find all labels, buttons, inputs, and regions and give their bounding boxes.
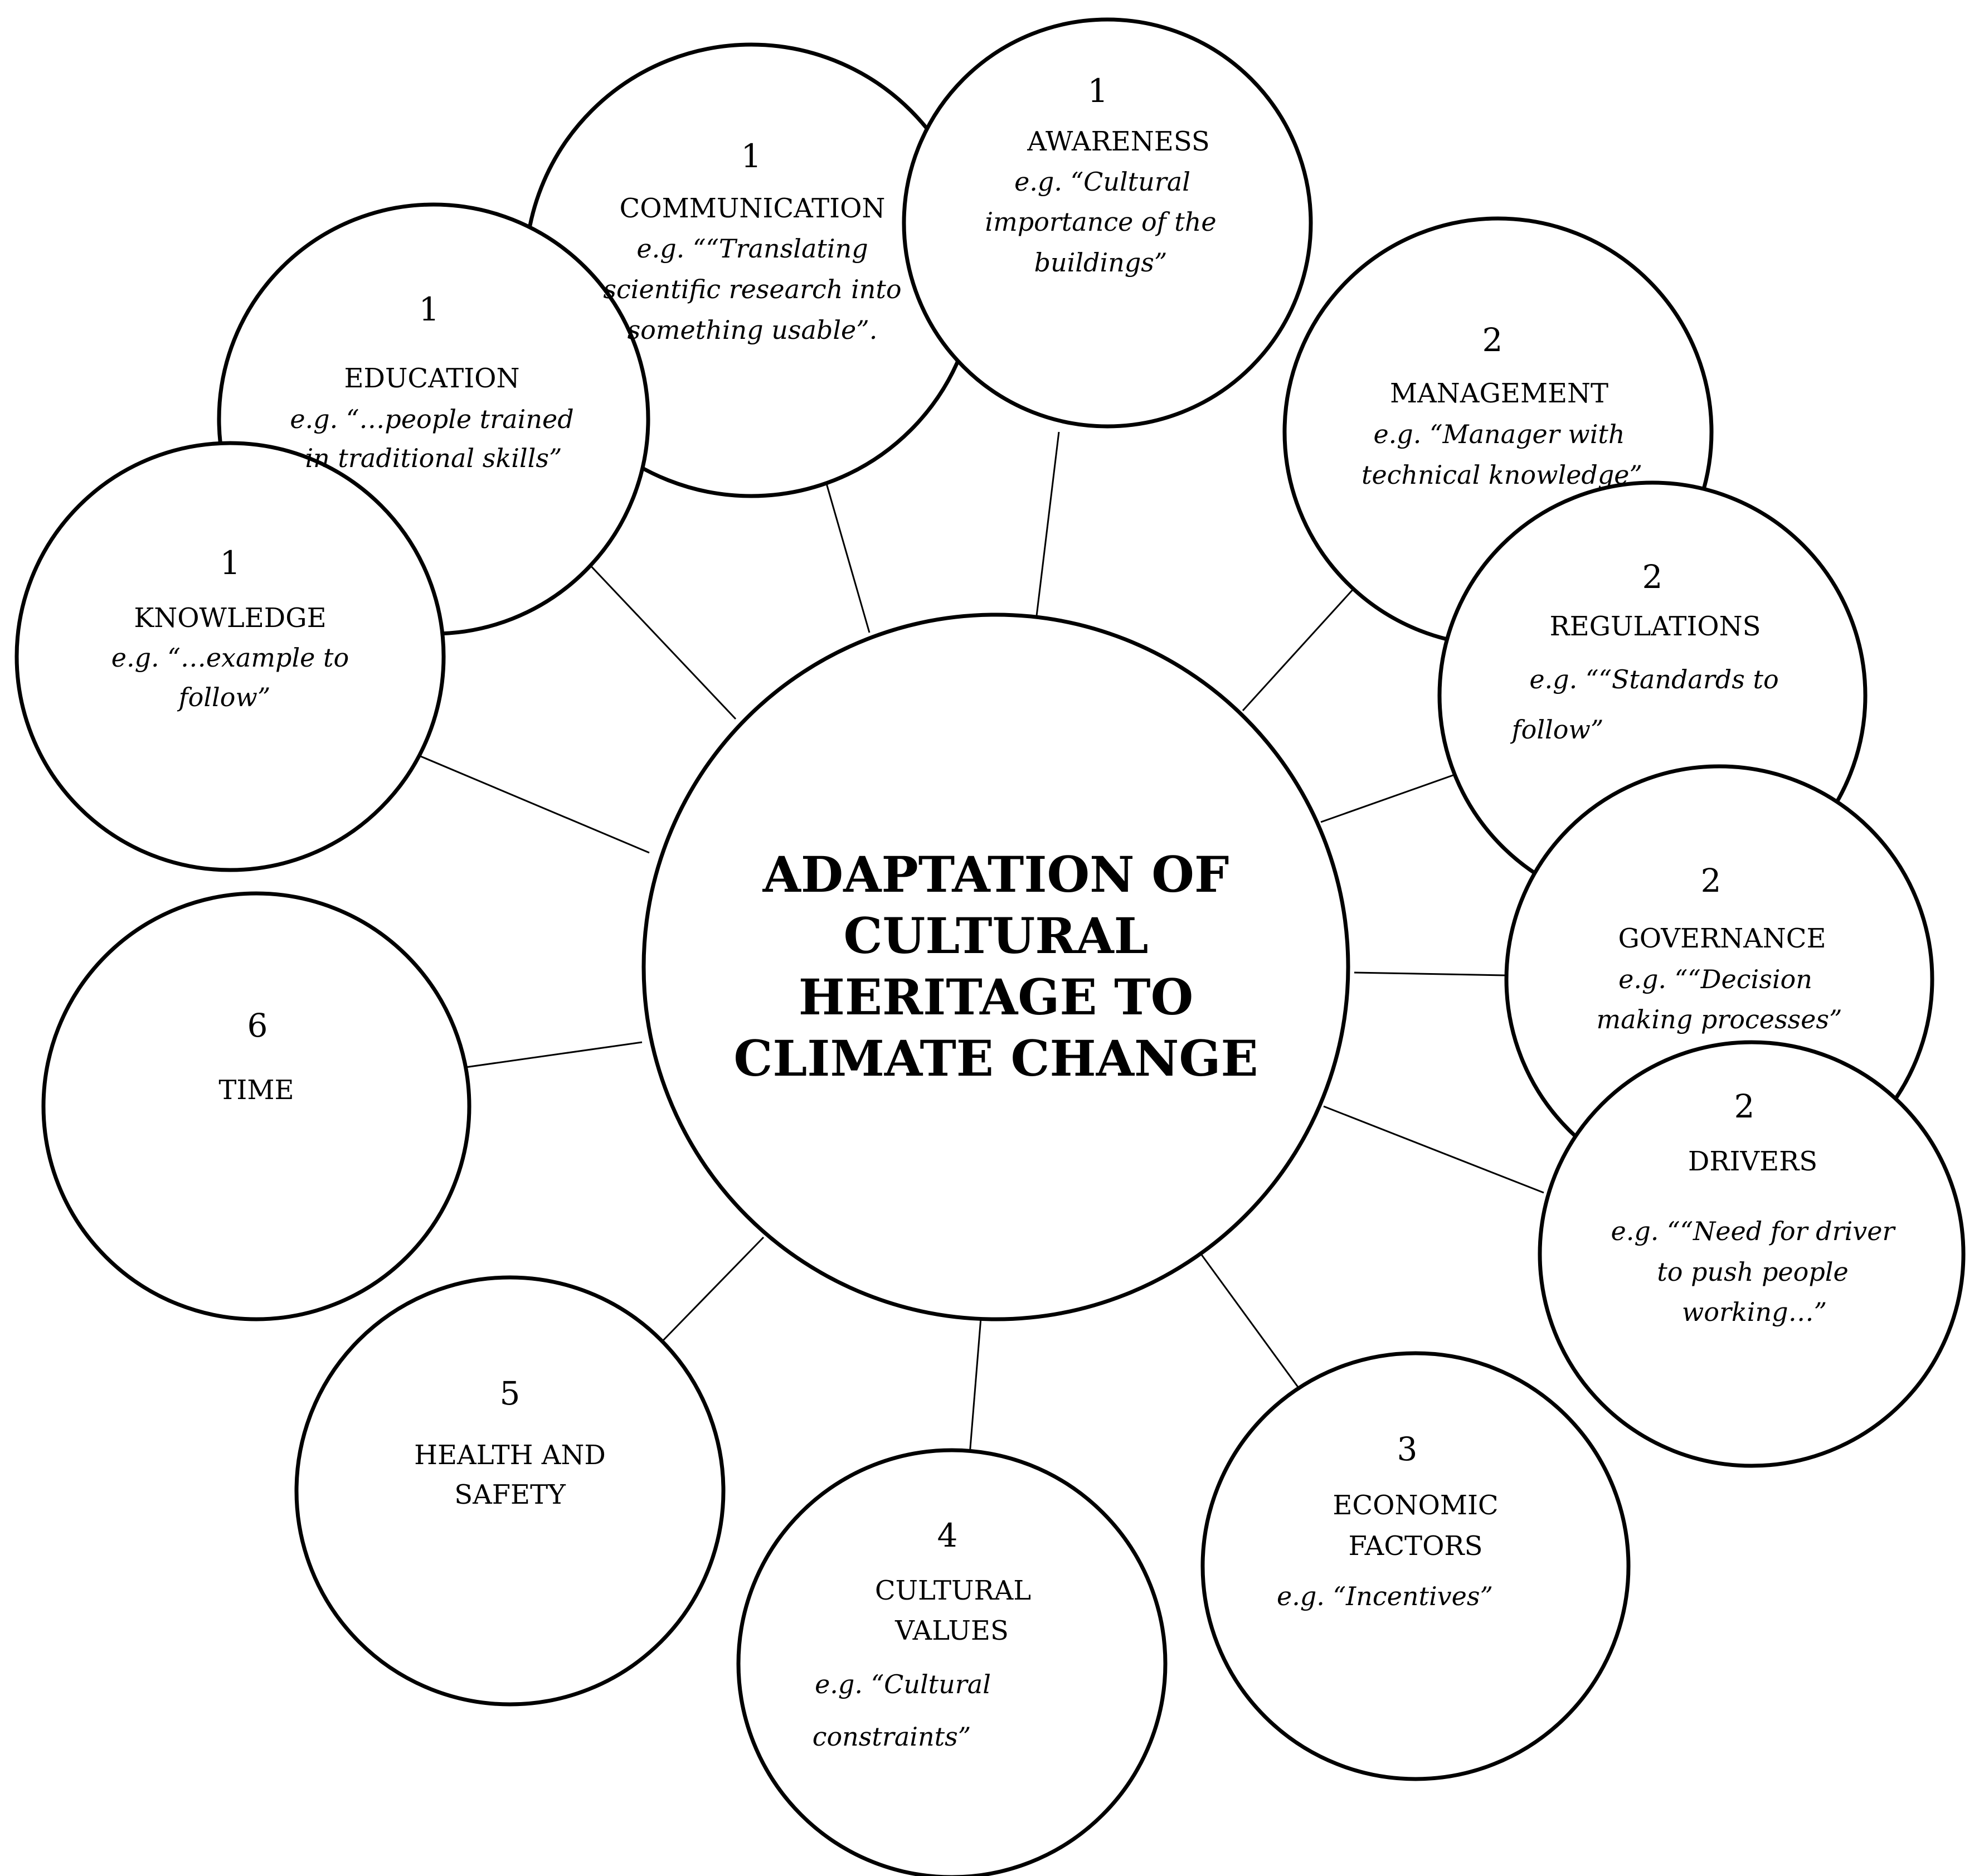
- node-example: to push people: [1657, 1257, 1848, 1287]
- node-communication: 1 COMMUNICATION e.g. ““Translating scien…: [603, 137, 901, 345]
- node-example: e.g. “…people trained: [290, 404, 573, 434]
- connector-communication: [821, 468, 871, 633]
- node-example: e.g. ““Translating: [636, 234, 868, 264]
- node-label: CULTURAL: [875, 1575, 1031, 1606]
- node-health-safety: 5 HEALTH AND SAFETY: [414, 1374, 606, 1510]
- node-label: GOVERNANCE: [1618, 923, 1826, 954]
- node-label: COMMUNICATION: [620, 193, 886, 224]
- node-number: 1: [419, 290, 440, 328]
- connector-awareness: [1035, 431, 1060, 616]
- node-label: FACTORS: [1349, 1530, 1483, 1562]
- connector-cultural-values: [969, 1318, 982, 1455]
- node-label: TIME: [218, 1075, 294, 1106]
- node-number: 6: [247, 1007, 268, 1044]
- node-regulations: 2 REGULATIONS e.g. ““Standards to follow…: [1510, 558, 1779, 745]
- node-number: 5: [500, 1374, 521, 1412]
- node-management: 2 MANAGEMENT e.g. “Manager with technica…: [1362, 321, 1642, 490]
- connector-time: [465, 1041, 643, 1068]
- connector-education: [587, 562, 737, 720]
- node-example: e.g. “Incentives”: [1277, 1581, 1493, 1611]
- node-example: constraints”: [813, 1722, 971, 1752]
- node-drivers-circle: [1538, 1040, 1966, 1468]
- node-knowledge-circle: [14, 441, 446, 872]
- node-cultural-values-circle: [736, 1448, 1168, 1876]
- node-example: e.g. ““Standards to: [1529, 664, 1778, 694]
- connector-economic: [1200, 1253, 1300, 1388]
- node-label: DRIVERS: [1688, 1146, 1817, 1177]
- node-number: 2: [1701, 862, 1722, 900]
- node-number: 1: [220, 544, 241, 582]
- node-education: 1 EDUCATION e.g. “…people trained in tra…: [290, 290, 573, 473]
- node-label: HEALTH AND: [414, 1440, 606, 1471]
- node-number: 3: [1397, 1430, 1418, 1468]
- node-example: something usable”.: [628, 315, 878, 345]
- node-number: 1: [741, 137, 762, 175]
- node-example: scientific research into: [603, 274, 901, 304]
- center-circle: [641, 613, 1350, 1321]
- node-economic-circle: [1200, 1351, 1631, 1781]
- node-time-circle: [41, 891, 471, 1321]
- center-title: ADAPTATION OF CULTURAL HERITAGE TO CLIMA…: [733, 845, 1258, 1087]
- node-governance: 2 GOVERNANCE e.g. ““Decision making proc…: [1597, 862, 1842, 1034]
- node-example: working…”: [1682, 1297, 1827, 1327]
- node-time: 6 TIME: [218, 1007, 294, 1106]
- node-label: KNOWLEDGE: [134, 602, 326, 634]
- connector-health-safety: [659, 1236, 765, 1344]
- node-label: ECONOMIC: [1333, 1490, 1498, 1521]
- node-drivers: 2 DRIVERS e.g. ““Need for driver to push…: [1611, 1087, 1896, 1327]
- node-example: follow”: [177, 682, 271, 712]
- node-awareness-circle: [902, 17, 1313, 429]
- center-title-line: ADAPTATION OF: [762, 845, 1229, 903]
- node-number: 1: [1088, 72, 1108, 110]
- node-health-safety-circle: [294, 1275, 726, 1707]
- node-number: 4: [937, 1517, 958, 1554]
- node-example: follow”: [1510, 715, 1604, 745]
- node-example: importance of the: [985, 207, 1216, 237]
- connector-regulations: [1320, 774, 1455, 823]
- node-number: 2: [1482, 321, 1503, 359]
- node-number: 2: [1734, 1087, 1755, 1125]
- node-awareness: 1 AWARENESS e.g. “Cultural importance of…: [985, 72, 1216, 278]
- node-example: e.g. “…example to: [111, 643, 349, 673]
- center-title-line: CLIMATE CHANGE: [733, 1029, 1258, 1087]
- node-label: EDUCATION: [344, 363, 519, 394]
- connector-drivers: [1323, 1105, 1544, 1194]
- node-knowledge: 1 KNOWLEDGE e.g. “…example to follow”: [111, 544, 349, 712]
- node-example: buildings”: [1034, 247, 1168, 278]
- node-label: AWARENESS: [1027, 126, 1209, 157]
- node-cultural-values: 4 CULTURAL VALUES e.g. “Cultural constra…: [813, 1517, 1031, 1752]
- node-example: e.g. “Cultural: [815, 1669, 991, 1699]
- node-label: SAFETY: [454, 1479, 566, 1510]
- node-example: e.g. “Cultural: [1014, 167, 1190, 197]
- node-example: e.g. “Manager with: [1373, 419, 1625, 449]
- center-title-line: HERITAGE TO: [799, 968, 1193, 1026]
- node-example: e.g. ““Decision: [1618, 964, 1812, 994]
- node-example: making processes”: [1597, 1004, 1842, 1034]
- connector-knowledge: [417, 754, 650, 854]
- node-label: MANAGEMENT: [1390, 378, 1608, 409]
- center-title-line: CULTURAL: [844, 907, 1149, 965]
- node-example: technical knowledge”: [1362, 460, 1642, 490]
- node-label: VALUES: [894, 1615, 1009, 1646]
- node-number: 2: [1642, 558, 1663, 596]
- connector-management: [1242, 587, 1355, 712]
- node-economic: 3 ECONOMIC FACTORS e.g. “Incentives”: [1277, 1430, 1499, 1611]
- node-example: e.g. ““Need for driver: [1611, 1216, 1896, 1246]
- connector-lines: [417, 431, 1544, 1455]
- node-example: in traditional skills”: [305, 443, 562, 473]
- node-circles: [14, 17, 1966, 1876]
- connector-governance: [1354, 971, 1505, 976]
- node-label: REGULATIONS: [1549, 611, 1761, 642]
